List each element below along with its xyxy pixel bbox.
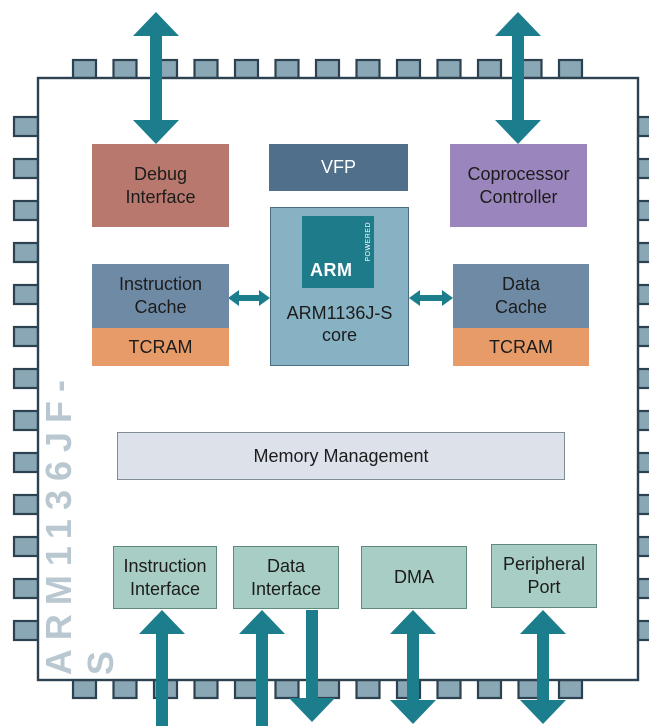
peripheral-port-block: Peripheral Port bbox=[491, 544, 597, 608]
pin bbox=[12, 157, 40, 180]
pin bbox=[12, 199, 40, 222]
pin bbox=[233, 58, 260, 80]
debug-interface-block: Debug Interface bbox=[92, 144, 229, 227]
pin bbox=[193, 58, 219, 80]
pin bbox=[636, 325, 649, 348]
pin bbox=[395, 58, 422, 80]
bus-arrow bbox=[239, 610, 285, 726]
pin bbox=[71, 678, 98, 700]
pin bbox=[476, 58, 503, 80]
pin bbox=[112, 58, 138, 80]
pin bbox=[274, 58, 300, 80]
pins-right bbox=[636, 115, 649, 642]
pin bbox=[314, 678, 341, 700]
internal-bus-arrow bbox=[409, 290, 453, 306]
pin bbox=[233, 678, 260, 700]
pin bbox=[12, 241, 40, 264]
memory-management-block: Memory Management bbox=[117, 432, 565, 480]
pin bbox=[636, 409, 649, 432]
pin bbox=[12, 451, 40, 474]
instruction-tcram-label: TCRAM bbox=[128, 336, 193, 357]
dma-block: DMA bbox=[361, 546, 467, 609]
bus-arrow bbox=[495, 12, 541, 144]
coprocessor-controller-block: Coprocessor Controller bbox=[450, 144, 587, 227]
arm-powered-logo: POWERED ARM bbox=[302, 216, 374, 288]
pin bbox=[636, 115, 649, 138]
pin bbox=[274, 678, 300, 700]
pin bbox=[112, 678, 138, 700]
bus-arrow bbox=[390, 610, 436, 724]
data-tcram-label: TCRAM bbox=[489, 336, 553, 357]
chip-name-text: ARM1136JF-S bbox=[38, 370, 121, 676]
peripheral-port-label: Peripheral Port bbox=[502, 554, 586, 597]
pin bbox=[636, 619, 649, 642]
bus-arrow bbox=[520, 610, 566, 724]
pin bbox=[636, 199, 649, 222]
pin bbox=[636, 451, 649, 474]
data-interface-label: Data Interface bbox=[250, 555, 322, 599]
bus-arrows bbox=[133, 12, 566, 726]
pin bbox=[636, 367, 649, 390]
instruction-interface-block: Instruction Interface bbox=[113, 546, 217, 609]
internal-bus-arrow bbox=[228, 290, 270, 306]
pin bbox=[12, 283, 40, 306]
pin bbox=[636, 157, 649, 180]
pin bbox=[436, 678, 462, 700]
data-tcram-block: TCRAM bbox=[453, 328, 589, 366]
bus-arrow bbox=[133, 12, 179, 144]
instruction-interface-label: Instruction Interface bbox=[123, 555, 207, 599]
pin bbox=[12, 115, 40, 138]
pin bbox=[12, 577, 40, 600]
pin bbox=[636, 493, 649, 516]
vfp-block: VFP bbox=[269, 144, 408, 191]
chip-name-label: ARM1136JF-S bbox=[38, 371, 121, 675]
pin bbox=[436, 58, 462, 80]
arm-core-label: ARM1136J-S core bbox=[286, 303, 393, 345]
pin bbox=[636, 535, 649, 558]
pin bbox=[12, 493, 40, 516]
vfp-label: VFP bbox=[320, 157, 356, 177]
pin bbox=[476, 678, 503, 700]
pin bbox=[355, 678, 381, 700]
coprocessor-controller-label: Coprocessor Controller bbox=[467, 163, 570, 207]
pin bbox=[12, 535, 40, 558]
pin bbox=[12, 619, 40, 642]
pin bbox=[557, 58, 584, 80]
bus-arrow bbox=[139, 610, 185, 726]
instruction-cache-block: Instruction Cache bbox=[92, 264, 229, 328]
pins-top bbox=[71, 58, 584, 80]
pins-bottom bbox=[71, 678, 584, 700]
pin bbox=[314, 58, 341, 80]
pin bbox=[12, 409, 40, 432]
arm-logo-powered-text: POWERED bbox=[365, 222, 372, 262]
pin bbox=[12, 367, 40, 390]
data-cache-label: Data Cache bbox=[494, 274, 548, 317]
instruction-cache-label: Instruction Cache bbox=[118, 274, 203, 317]
debug-interface-label: Debug Interface bbox=[125, 163, 196, 207]
pin bbox=[636, 241, 649, 264]
arm-logo-text: ARM bbox=[310, 260, 353, 280]
pin bbox=[12, 325, 40, 348]
dma-label: DMA bbox=[394, 567, 434, 587]
data-interface-block: Data Interface bbox=[233, 546, 339, 609]
memory-management-label: Memory Management bbox=[253, 445, 429, 466]
instruction-tcram-block: TCRAM bbox=[92, 328, 229, 366]
pin bbox=[71, 58, 98, 80]
pins-left bbox=[12, 115, 40, 642]
pin bbox=[557, 678, 584, 700]
pin bbox=[193, 678, 219, 700]
pin bbox=[636, 283, 649, 306]
pin bbox=[355, 58, 381, 80]
data-cache-block: Data Cache bbox=[453, 264, 589, 328]
pin bbox=[636, 577, 649, 600]
bus-arrow bbox=[289, 610, 335, 722]
